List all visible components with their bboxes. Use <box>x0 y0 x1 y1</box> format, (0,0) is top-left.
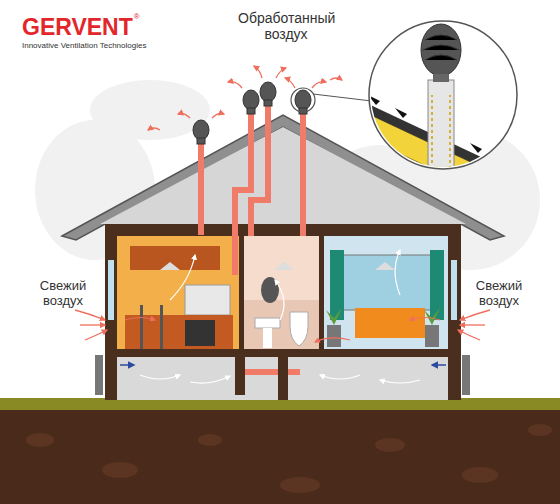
registered-mark: ® <box>134 12 140 21</box>
fresh-air-label: Свежий воздух <box>32 279 94 309</box>
exhaust-label: Обработанный воздух <box>238 10 334 42</box>
logo-text: GERVENT <box>22 14 133 40</box>
fresh-air-label: Свежий воздух <box>468 279 530 309</box>
logo-tagline: Innovative Ventilation Technologies <box>22 41 146 50</box>
